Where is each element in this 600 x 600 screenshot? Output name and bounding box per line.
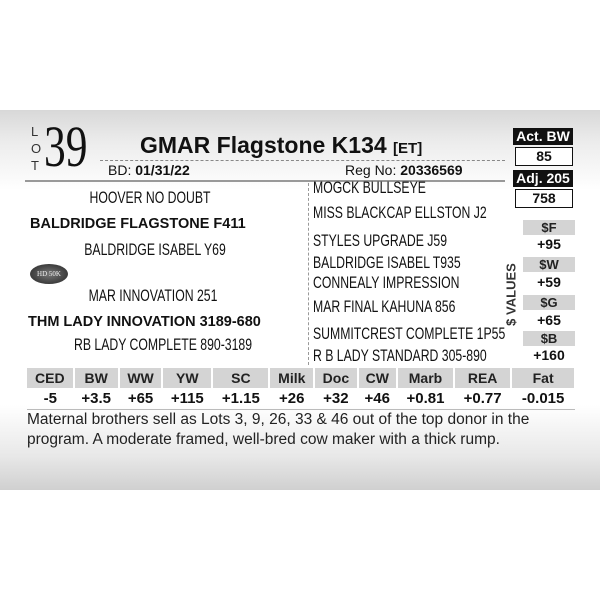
act-bw-value: 85: [515, 147, 573, 166]
epd-value-row: -5+3.5+65+115+1.15+26+32+46+0.81+0.77-0.…: [27, 388, 575, 410]
epd-header: Fat: [511, 368, 576, 388]
birth-date: BD: 01/31/22: [108, 162, 190, 178]
dollar-g-value: +65: [537, 312, 561, 328]
dam-sire: MAR INNOVATION 251: [88, 286, 218, 305]
sire-dam: BALDRIDGE ISABEL Y69: [84, 240, 226, 259]
dollar-w-value: +59: [537, 274, 561, 290]
epd-value: +1.15: [212, 388, 270, 410]
epd-value: +65: [118, 388, 163, 410]
right-pedigree-3: BALDRIDGE ISABEL T935: [313, 253, 461, 272]
epd-value: +32: [314, 388, 358, 410]
right-pedigree-0: MOGCK BULLSEYE: [313, 178, 426, 197]
dollar-f-label: $F: [523, 220, 575, 235]
epd-value: +0.77: [454, 388, 512, 410]
epd-header: YW: [162, 368, 214, 388]
dollar-b-value: +160: [533, 347, 565, 363]
lot-letter: L: [31, 124, 39, 139]
et-tag: [ET]: [393, 140, 423, 157]
epd-header: BW: [73, 368, 120, 388]
lot-number: 39: [44, 114, 88, 179]
epd-value: -5: [27, 388, 74, 410]
lot-letter: T: [31, 158, 39, 173]
pedigree-divider: [308, 183, 309, 365]
epd-header: CW: [357, 368, 398, 388]
right-pedigree-5: MAR FINAL KAHUNA 856: [313, 297, 456, 316]
epd-header: Marb: [396, 368, 456, 388]
epd-header: Doc: [314, 368, 359, 388]
hd50k-badge: HD 50K: [30, 264, 68, 284]
sire: BALDRIDGE FLAGSTONE F411: [30, 216, 246, 232]
reg-number: Reg No: 20336569: [345, 162, 463, 178]
dollar-f-value: +95: [537, 236, 561, 252]
dam: THM LADY INNOVATION 3189-680: [28, 314, 261, 330]
epd-value: -0.015: [511, 388, 575, 410]
epd-header: REA: [454, 368, 513, 388]
epd-header: Milk: [269, 368, 316, 388]
epd-value: +3.5: [73, 388, 119, 410]
epd-header: WW: [118, 368, 164, 388]
right-pedigree-6: SUMMITCREST COMPLETE 1P55: [313, 324, 506, 343]
act-bw-label: Act. BW: [513, 128, 573, 145]
dashed-divider: [100, 160, 505, 161]
epd-header: SC: [212, 368, 271, 388]
dollar-w-label: $W: [523, 257, 575, 272]
right-pedigree-7: R B LADY STANDARD 305-890: [313, 346, 487, 365]
dollar-g-label: $G: [523, 295, 575, 310]
right-pedigree-1: MISS BLACKCAP ELLSTON J2: [313, 203, 487, 222]
dollar-b-label: $B: [523, 331, 575, 346]
epd-value: +0.81: [396, 388, 455, 410]
header-divider: [25, 180, 505, 182]
right-pedigree-4: CONNEALY IMPRESSION: [313, 273, 460, 292]
adj-205-value: 758: [515, 189, 573, 208]
epd-value: +46: [357, 388, 397, 410]
epd-value: +26: [269, 388, 315, 410]
dam-dam: RB LADY COMPLETE 890-3189: [73, 335, 253, 354]
epd-header: CED: [27, 368, 75, 388]
lot-description: Maternal brothers sell as Lots 3, 9, 26,…: [27, 411, 530, 448]
epd-value: +115: [162, 388, 213, 410]
animal-title: GMAR Flagstone K134 [ET]: [140, 132, 422, 159]
sire-sire: HOOVER NO DOUBT: [89, 188, 211, 207]
lot-letter: O: [31, 141, 42, 156]
background-texture-top: [0, 110, 600, 190]
right-pedigree-2: STYLES UPGRADE J59: [313, 231, 448, 250]
adj-205-label: Adj. 205: [513, 170, 573, 187]
animal-name: GMAR Flagstone K134: [140, 132, 387, 158]
background-texture-bottom: [0, 405, 600, 490]
